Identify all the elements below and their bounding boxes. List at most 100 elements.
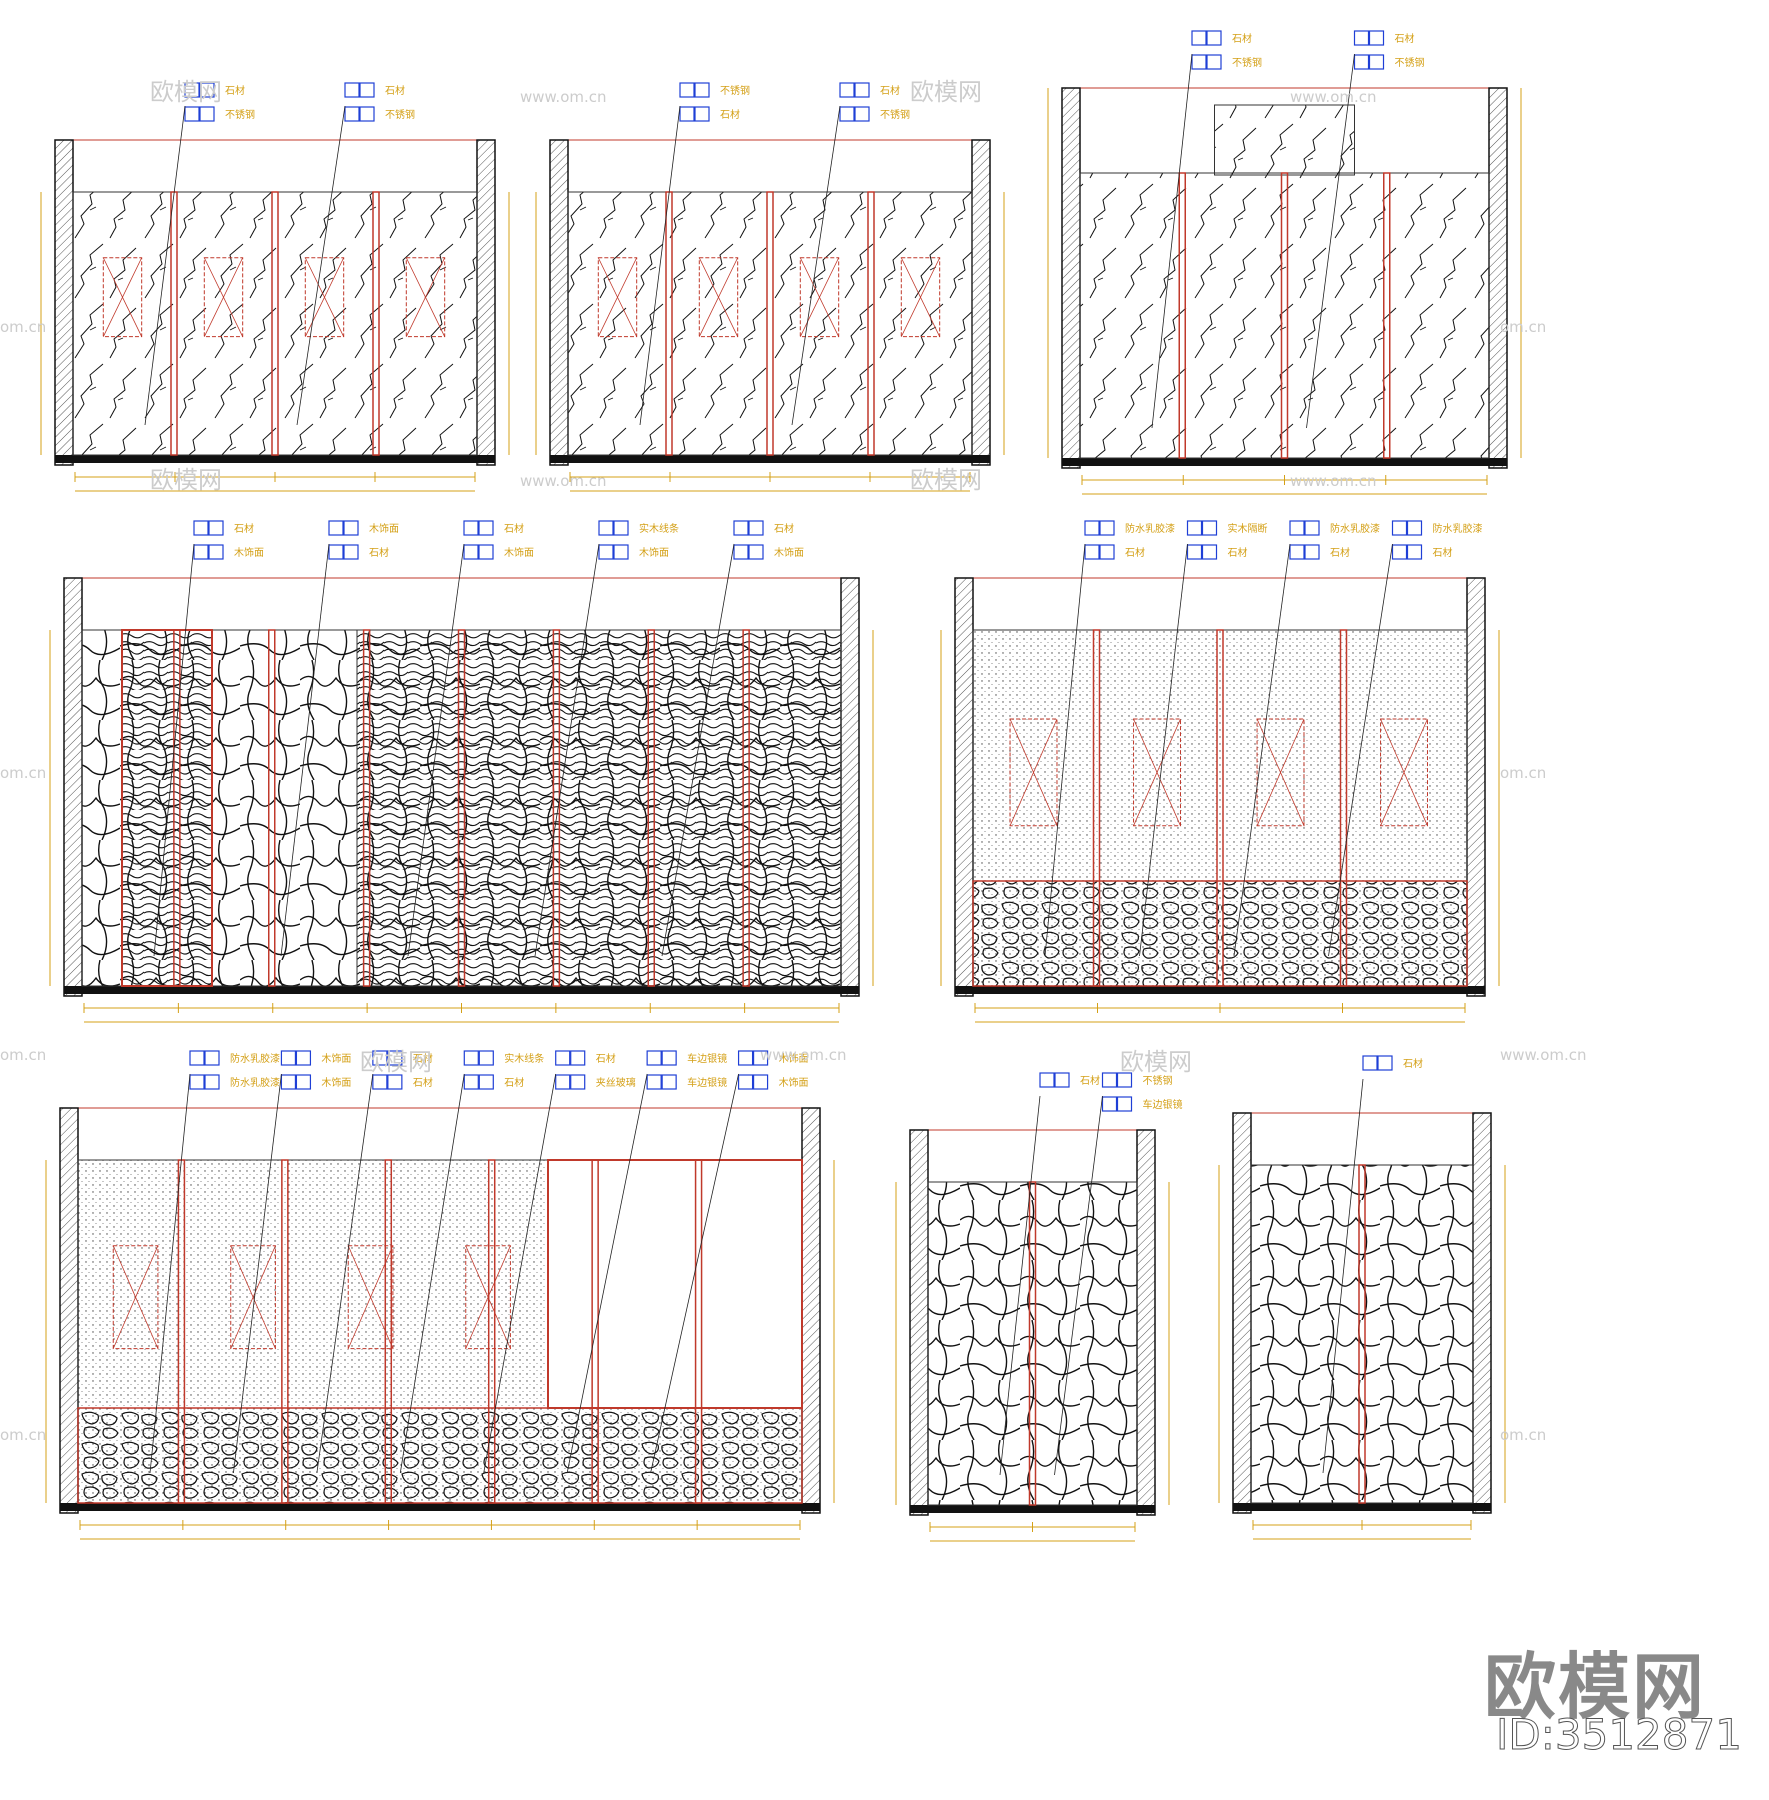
partition xyxy=(1358,1164,1366,1504)
door-panel xyxy=(230,1245,276,1350)
callout-box xyxy=(199,82,215,98)
callout-leader xyxy=(153,543,195,957)
material-label: 石材 xyxy=(413,1052,433,1065)
material-label: 不锈钢 xyxy=(225,108,255,121)
material-label: 石材 xyxy=(234,522,254,535)
material-label: 木饰面 xyxy=(779,1076,809,1089)
wall-left xyxy=(1061,87,1081,469)
watermark-text: 欧模网 xyxy=(150,466,222,494)
material-label: 石材 xyxy=(225,84,245,97)
callout-box xyxy=(280,1074,297,1090)
material-label: 石材 xyxy=(504,1076,524,1089)
door-panel xyxy=(347,1245,394,1350)
callout-box xyxy=(1406,544,1423,560)
callout-leader xyxy=(316,1073,374,1474)
stone-dado xyxy=(972,880,1468,987)
callout-box xyxy=(1377,1055,1393,1071)
partition xyxy=(552,629,561,987)
callout-box xyxy=(478,520,494,536)
wall-right xyxy=(801,1107,821,1514)
material-label: 不锈钢 xyxy=(1395,56,1425,69)
door-panel-cross xyxy=(1380,718,1428,826)
callout-box xyxy=(193,544,209,560)
site-logo-watermark: 欧模网 xyxy=(1484,1645,1707,1729)
stone-dado xyxy=(77,1407,803,1504)
callout-box xyxy=(661,1050,677,1066)
callout-leader xyxy=(1328,543,1393,957)
material-label: 防水乳胶漆 xyxy=(1330,522,1380,535)
callout-box xyxy=(328,544,344,560)
partition xyxy=(173,629,181,987)
partition xyxy=(268,629,276,987)
watermark-text: om.cn xyxy=(1500,764,1546,782)
door-panel xyxy=(102,257,143,338)
door-panel-cross xyxy=(1133,718,1181,826)
partition xyxy=(1383,172,1391,459)
door-panel-cross xyxy=(405,257,446,337)
partition xyxy=(362,629,371,987)
callout-leader xyxy=(661,543,735,957)
material-label: 木饰面 xyxy=(774,546,804,559)
material-label: 石材 xyxy=(1403,1057,1423,1070)
watermark-text: om.cn xyxy=(1500,318,1546,336)
callout-box xyxy=(1084,520,1100,536)
floor-slab xyxy=(55,455,495,463)
callout-box xyxy=(344,106,360,122)
partition xyxy=(591,1159,599,1504)
wall-left xyxy=(63,577,83,997)
watermark-text: www.om.cn xyxy=(760,1046,847,1064)
callout-leader xyxy=(566,1073,648,1474)
door-panel xyxy=(597,257,638,338)
stone-wall-finish xyxy=(927,1181,1138,1506)
partition xyxy=(694,1159,703,1504)
material-label: 夹丝玻璃 xyxy=(596,1076,636,1089)
material-label: 防水乳胶漆 xyxy=(1433,522,1483,535)
callout-box xyxy=(1353,30,1370,46)
partition xyxy=(867,191,875,456)
material-label: 石材 xyxy=(1232,32,1252,45)
callout-box xyxy=(737,1074,754,1090)
callout-box xyxy=(184,82,200,98)
material-label: 防水乳胶漆 xyxy=(1125,522,1175,535)
callout-box xyxy=(328,520,344,536)
wall-left xyxy=(909,1129,929,1516)
callout-box xyxy=(694,106,710,122)
callout-box xyxy=(208,520,224,536)
door-panel-cross xyxy=(597,257,638,337)
material-label: 实木线条 xyxy=(504,1052,544,1065)
partition xyxy=(281,1159,289,1504)
marble-wall-finish xyxy=(72,191,478,456)
callout-box xyxy=(184,106,200,122)
watermark-text: www.om.cn xyxy=(1500,1046,1587,1064)
callout-leader xyxy=(1054,1095,1103,1476)
callout-box xyxy=(613,544,629,560)
callout-box xyxy=(387,1050,403,1066)
callout-leader xyxy=(233,1073,282,1474)
wall-right xyxy=(840,577,860,997)
callout-leader xyxy=(1322,1078,1364,1474)
door-panel xyxy=(1009,718,1058,827)
material-label: 石材 xyxy=(385,84,405,97)
door-panel-cross xyxy=(304,257,345,337)
material-label: 不锈钢 xyxy=(1143,1074,1173,1087)
callout-box xyxy=(359,82,375,98)
callout-box xyxy=(295,1074,312,1090)
callout-leader xyxy=(149,1073,191,1474)
watermark-text: om.cn xyxy=(0,318,46,336)
marble-wall-finish xyxy=(1079,172,1490,459)
callout-box xyxy=(1186,544,1203,560)
callout-box xyxy=(372,1074,388,1090)
callout-box xyxy=(1391,544,1408,560)
callout-box xyxy=(478,1074,494,1090)
material-label: 石材 xyxy=(720,108,740,121)
callout-box xyxy=(1101,1096,1118,1112)
callout-leader xyxy=(534,543,600,957)
wall-right xyxy=(1136,1129,1156,1516)
elevation-h: 石材 xyxy=(1218,1055,1506,1540)
callout-box xyxy=(854,106,870,122)
callout-leader xyxy=(1151,53,1193,429)
material-label: 不锈钢 xyxy=(880,108,910,121)
callout-box xyxy=(1116,1096,1133,1112)
door-panel xyxy=(405,257,446,338)
